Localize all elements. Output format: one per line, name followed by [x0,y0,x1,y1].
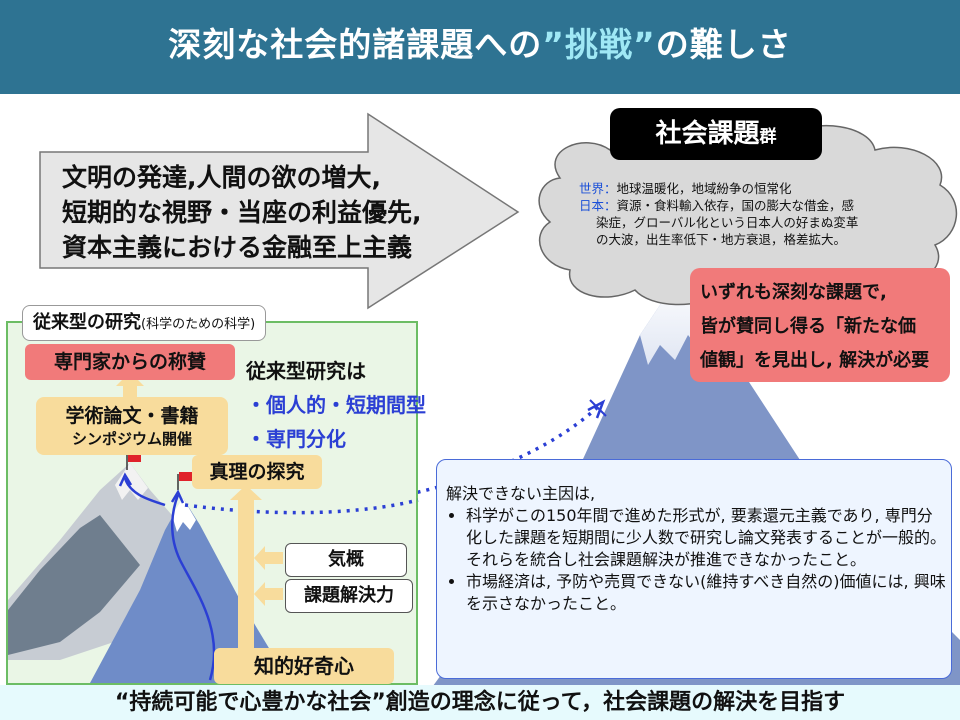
arrow-text-line3: 資本主義における金融至上主義 [62,233,413,262]
japan-issues-1: 資源・食料輸入依存，国の膨大な借金，感 [616,198,855,213]
world-issues: 地球温暖化，地域紛争の恒常化 [616,181,792,196]
issues-list: 世界：地球温暖化，地域紛争の恒常化 日本：資源・食料輸入依存，国の膨大な借金，感… [579,180,951,248]
title-bar [0,0,960,94]
arrow-text-line2: 短期的な視野・当座の利益優先, [62,198,422,227]
main-reasons-text: 解決できない主因は, 科学がこの150年間で進めた形式が, 要素還元主義であり,… [446,483,946,615]
main-reasons-box [436,459,952,679]
expert-praise-box: 専門家からの称賛 [25,344,235,380]
problem-solving-box: 課題解決力 [285,579,413,613]
big-arrow [39,112,520,310]
traditional-research-description: 従来型研究は ・個人的・短期間型 ・専門分化 [246,359,426,451]
japan-label: 日本： [579,198,617,213]
reason-item-1: 科学がこの150年間で進めた形式が, 要素還元主義であり, 専門分化した課題を短… [466,505,946,571]
japan-issues-2: 染症，グローバル化という日本人の好まぬ変革 [596,215,859,230]
world-label: 世界： [579,181,617,196]
traditional-research-label: 従来型の研究(科学のための科学) [22,305,267,341]
arrow-text-line1: 文明の発達,人間の欲の増大, [62,163,381,192]
footer-goal: “持続可能で心豊かな社会”創造の理念に従って，社会課題の解決を目指す [0,685,960,720]
page-title: 深刻な社会的諸課題への”挑戦”の難しさ [168,25,792,64]
reasons-title: 解決できない主因は, [446,484,596,503]
papers-box: 学術論文・書籍 シンポジウム開催 [36,397,228,455]
spirit-box: 気概 [285,543,407,577]
reason-item-2: 市場経済は, 予防や売買できない(維持すべき自然の)価値には, 興味を示さなかっ… [466,571,946,615]
intellectual-curiosity-box: 知的好奇心 [214,648,394,684]
arrow-text: 文明の発達,人間の欲の増大, 短期的な視野・当座の利益優先, 資本主義における金… [62,160,422,265]
japan-issues-3: の大波，出生率低下・地方衰退，格差拡大。 [596,232,847,247]
truth-seeking-box: 真理の探究 [192,455,322,489]
social-issues-title: 社会課題群 [610,108,822,160]
new-values-note: いずれも深刻な課題で, 皆が賛同し得る「新たな価 値観」を見出し, 解決が必要 [690,268,950,382]
